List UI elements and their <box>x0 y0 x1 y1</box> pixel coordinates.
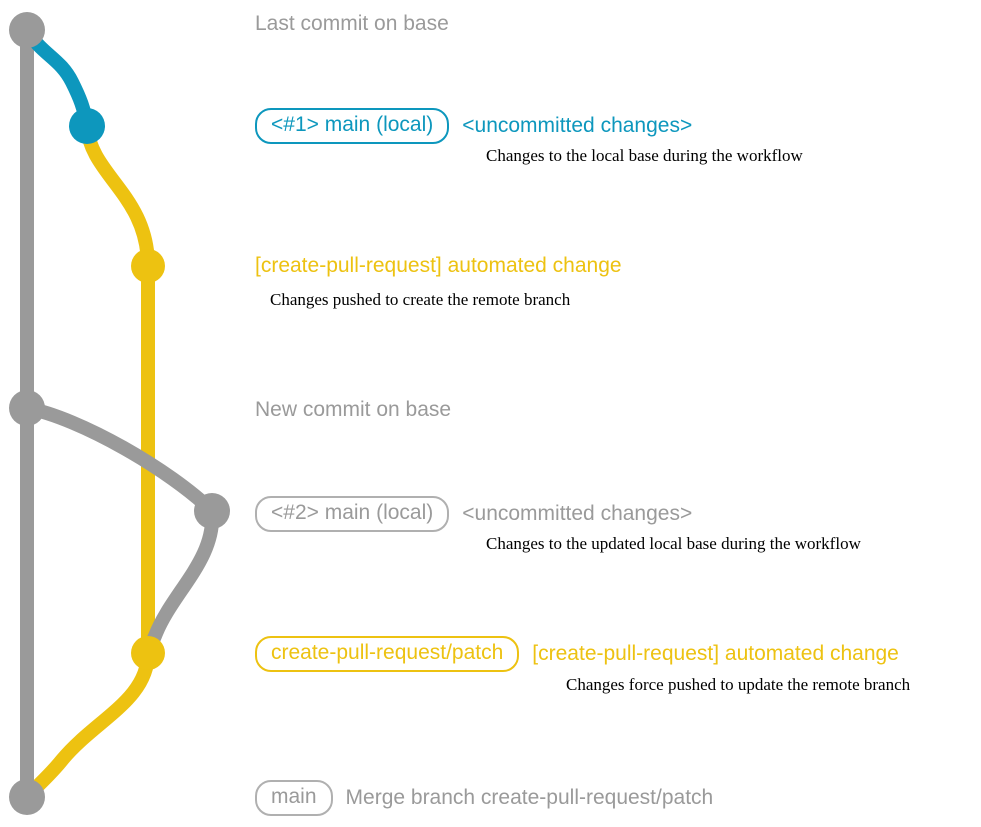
entry-headline: Last commit on base <box>255 12 449 35</box>
entry-merge-commit: main Merge branch create-pull-request/pa… <box>255 780 714 817</box>
commit-node-commit-1-local[interactable] <box>69 108 105 144</box>
entry-commit-2-local: <#2> main (local) <uncommitted changes> <box>255 496 693 533</box>
entry-commit-1-local: <#1> main (local) <uncommitted changes> <box>255 108 693 145</box>
entry-headline: [create-pull-request] automated change <box>255 254 622 277</box>
edge-local-grey <box>20 401 220 660</box>
commit-node-last-commit-on-base[interactable] <box>9 12 45 48</box>
commit-node-merge-commit[interactable] <box>9 779 45 815</box>
entry-detail-automated-change-update: Changes force pushed to update the remot… <box>566 675 911 694</box>
entry-detail-commit-2-local: Changes to the updated local base during… <box>486 534 861 553</box>
branch-tag-main-local-2[interactable]: <#2> main (local) <box>255 496 450 533</box>
entry-new-commit-on-base: New commit on base <box>255 398 451 422</box>
entry-last-commit-on-base: Last commit on base <box>255 12 449 36</box>
commit-node-new-commit-on-base[interactable] <box>9 390 45 426</box>
entry-headline: <uncommitted changes> <box>462 502 693 526</box>
branch-tag-main-local-1[interactable]: <#1> main (local) <box>255 108 450 145</box>
commit-node-commit-2-local[interactable] <box>194 493 230 529</box>
edge-remote-branch <box>20 119 155 804</box>
entry-detail-commit-1-local: Changes to the local base during the wor… <box>486 146 803 165</box>
entry-automated-change-update: create-pull-request/patch [create-pull-r… <box>255 636 899 673</box>
entry-headline: [create-pull-request] automated change <box>532 642 899 666</box>
entry-automated-change-create: [create-pull-request] automated change <box>255 254 622 278</box>
commit-node-automated-change-update[interactable] <box>131 636 165 670</box>
entry-headline: Merge branch create-pull-request/patch <box>345 786 714 810</box>
branch-tag-create-pull-request-patch[interactable]: create-pull-request/patch <box>255 636 520 673</box>
commit-node-automated-change-create[interactable] <box>131 249 165 283</box>
branch-tag-main[interactable]: main <box>255 780 333 817</box>
entry-headline: <uncommitted changes> <box>462 114 693 138</box>
entry-headline: New commit on base <box>255 398 452 421</box>
entry-detail-automated-change-create: Changes pushed to create the remote bran… <box>270 290 571 309</box>
